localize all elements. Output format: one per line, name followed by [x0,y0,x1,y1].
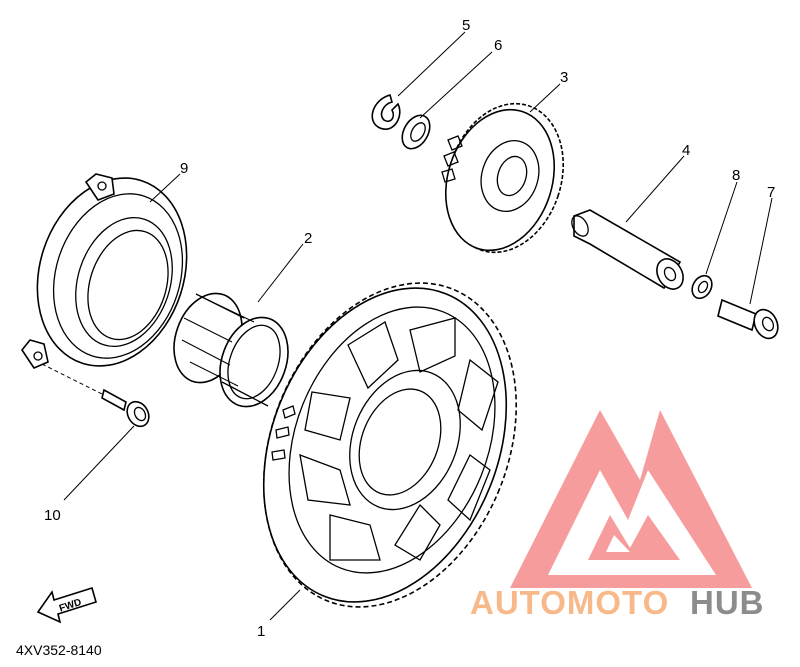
leader-line-8 [705,181,738,275]
leader-line-1 [269,589,301,621]
leader-line-6 [419,51,493,119]
label-part-2: 2 [304,230,312,247]
watermark-word-automoto: AUTOMOTO [470,584,669,621]
label-part-4: 4 [682,142,690,159]
part-4-shaft [571,209,684,290]
automotohub-logo-icon [510,410,752,588]
watermark-word-hub: HUB [690,584,765,621]
leader-line-4 [625,155,685,223]
drawing-code: 4XV352-8140 [16,642,102,658]
leader-line-5 [397,31,466,97]
leader-line-10 [63,425,135,501]
leader-line-9 [149,173,181,203]
leader-line-7 [749,197,773,305]
part-8-washer [691,274,713,300]
label-part-1: 1 [257,623,265,640]
part-1-gear-wheel [262,282,518,608]
leader-line-3 [529,83,561,113]
part-3-gear [441,102,565,254]
label-part-9: 9 [180,160,188,177]
label-part-3: 3 [560,69,568,86]
part-9-clutch-housing [21,173,188,369]
part-7-bolt [717,298,779,340]
alignment-line [41,363,103,395]
label-part-8: 8 [732,167,740,184]
leader-lines [41,31,773,621]
leader-line-2 [257,243,304,303]
part-5-circlip [371,94,401,130]
part-6-washer [401,114,431,150]
label-part-10: 10 [44,507,61,524]
part-2-roller-cage [173,292,289,408]
label-part-5: 5 [462,17,470,34]
part-10-bolt [101,388,150,428]
label-part-7: 7 [767,184,775,201]
fwd-arrow-icon: FWD [36,586,97,624]
label-part-6: 6 [494,37,502,54]
